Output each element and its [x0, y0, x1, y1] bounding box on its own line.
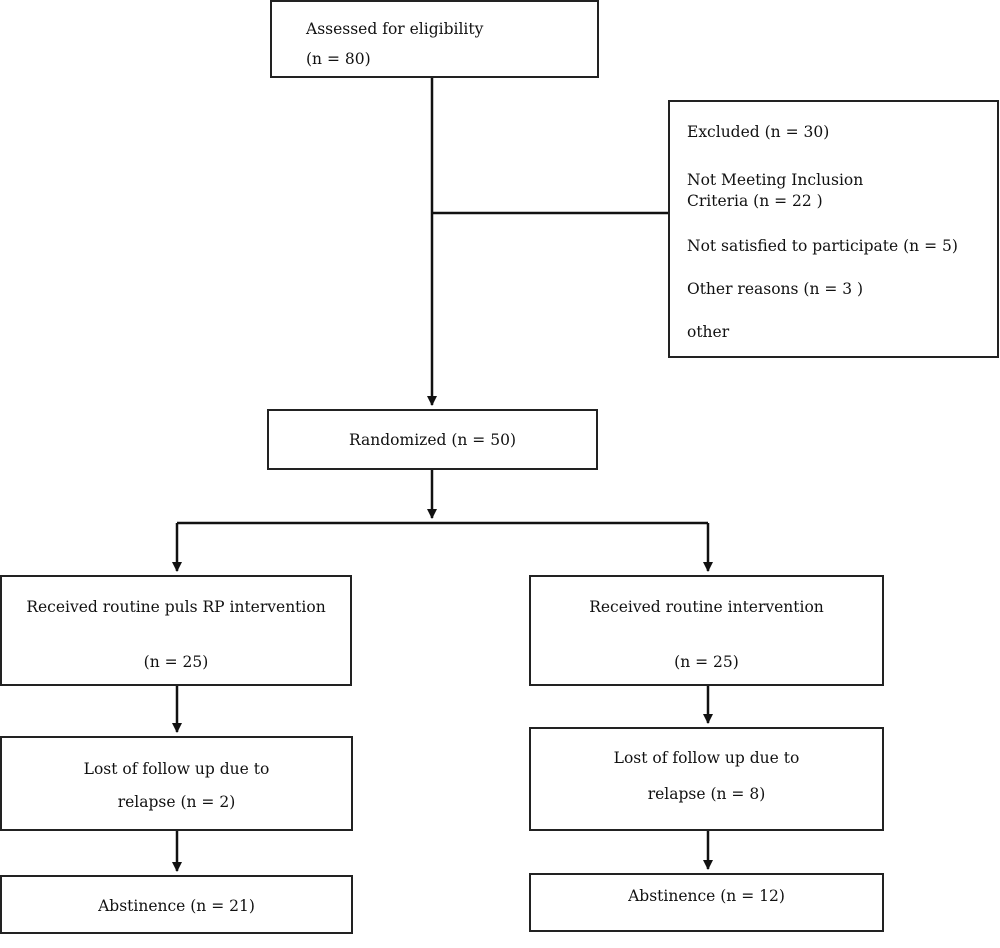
randomized-label: Randomized (n = 50) [349, 431, 516, 449]
assessed-count: (n = 80) [306, 50, 371, 68]
left-lost-box: Lost of follow up due to relapse (n = 2) [0, 736, 353, 831]
assessed-box: Assessed for eligibility (n = 80) [270, 0, 599, 78]
left-abstinence: Abstinence (n = 21) [98, 897, 255, 915]
left-arm-box: Received routine puls RP intervention (n… [0, 575, 352, 686]
left-abstinence-box: Abstinence (n = 21) [0, 875, 353, 934]
excluded-box: Excluded (n = 30) Not Meeting Inclusion … [668, 100, 999, 358]
right-arm-label: Received routine intervention [589, 598, 824, 616]
excluded-not-satisfied: Not satisfied to participate (n = 5) [687, 237, 958, 255]
excluded-header: Excluded (n = 30) [687, 123, 830, 141]
left-arm-label: Received routine puls RP intervention [26, 598, 326, 616]
right-arm-box: Received routine intervention (n = 25) [529, 575, 884, 686]
right-abstinence-box: Abstinence (n = 12) [529, 873, 884, 932]
right-arm-count: (n = 25) [674, 653, 739, 671]
randomized-box: Randomized (n = 50) [267, 409, 598, 470]
left-lost-line2: relapse (n = 2) [117, 793, 236, 811]
excluded-other: other [687, 323, 730, 341]
excluded-inclusion-line2: Criteria (n = 22 ) [687, 192, 823, 210]
assessed-label: Assessed for eligibility [306, 20, 484, 38]
excluded-other-reasons: Other reasons (n = 3 ) [687, 280, 864, 298]
left-lost-line1: Lost of follow up due to [83, 760, 270, 778]
right-lost-line2: relapse (n = 8) [647, 785, 766, 803]
right-abstinence: Abstinence (n = 12) [628, 887, 785, 905]
excluded-inclusion-line1: Not Meeting Inclusion [687, 171, 864, 189]
right-lost-line1: Lost of follow up due to [613, 749, 800, 767]
left-arm-count: (n = 25) [143, 653, 209, 671]
right-lost-box: Lost of follow up due to relapse (n = 8) [529, 727, 884, 831]
